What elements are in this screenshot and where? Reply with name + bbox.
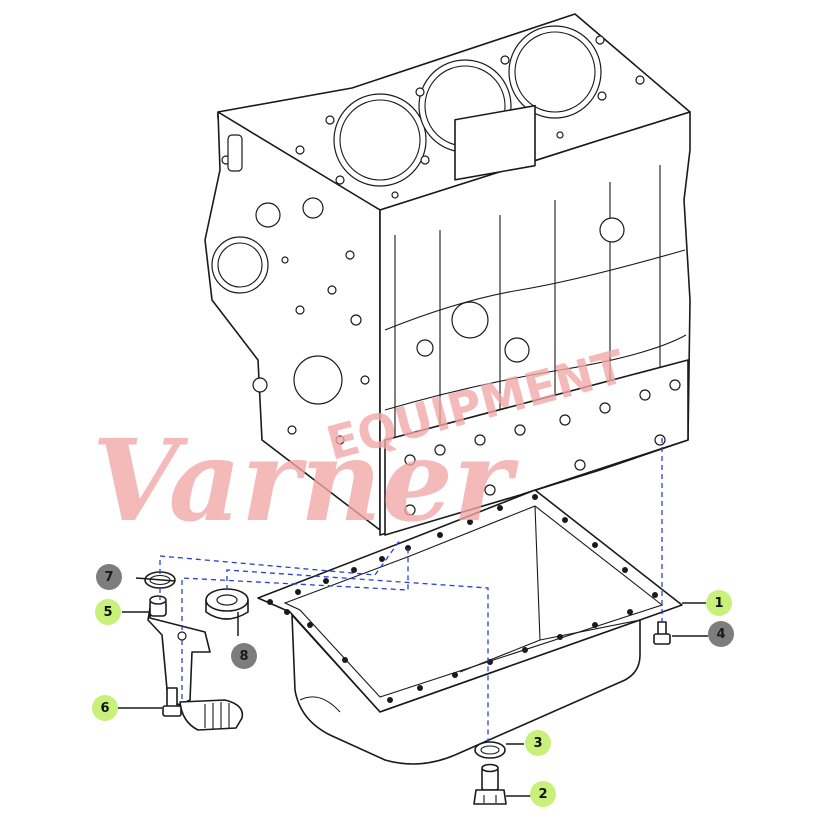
callout-4: 4	[708, 621, 734, 647]
callout-circle	[530, 781, 556, 807]
callout-label: 5	[103, 605, 112, 620]
seal-ring-part-8	[205, 588, 249, 620]
callout-7: 7	[96, 564, 122, 590]
block-lower-flange	[384, 359, 689, 536]
callout-8: 8	[231, 643, 257, 669]
callout-circle	[92, 695, 118, 721]
callout-circle	[525, 730, 551, 756]
front-bore-lower	[293, 355, 343, 405]
callout-3: 3	[525, 730, 551, 756]
callout-label: 6	[100, 701, 109, 716]
callout-label: 2	[538, 787, 547, 802]
cylinder-bore-3	[508, 25, 602, 119]
callout-circle	[96, 564, 122, 590]
crank-seal-bore	[211, 236, 269, 294]
pan-bolt-part-4	[653, 621, 671, 645]
callout-label: 3	[533, 736, 542, 751]
oil-pan-sump	[291, 614, 641, 765]
callout-1: 1	[706, 590, 732, 616]
side-pad	[454, 104, 536, 181]
oil-pickup-tube-part-5	[147, 595, 244, 731]
watermark-script: Varner	[92, 416, 519, 547]
block-flange-bolts	[404, 379, 681, 516]
drain-washer-part-3	[474, 741, 506, 759]
callout-circle	[95, 599, 121, 625]
oil-pan-bolt-holes	[267, 494, 658, 703]
callout-leaders	[118, 577, 708, 797]
assembly-leader-lines	[159, 438, 663, 742]
callout-2: 2	[530, 781, 556, 807]
cylinder-bore-1	[333, 93, 427, 187]
callout-label: 1	[714, 596, 723, 611]
pickup-bolt-part-6	[162, 687, 182, 717]
side-boss-1	[451, 301, 489, 339]
callout-label: 8	[239, 649, 248, 664]
oil-pan	[257, 489, 683, 765]
callout-circle	[231, 643, 257, 669]
callout-label: 4	[716, 627, 725, 642]
callout-6: 6	[92, 695, 118, 721]
callout-circle	[708, 621, 734, 647]
callout-5: 5	[95, 599, 121, 625]
callout-circle	[706, 590, 732, 616]
callout-label: 7	[104, 570, 113, 585]
callout-group: 1 2 3 4 5 6 7 8	[92, 564, 734, 807]
drain-plug-part-2	[473, 763, 507, 805]
engine-block	[204, 13, 691, 536]
